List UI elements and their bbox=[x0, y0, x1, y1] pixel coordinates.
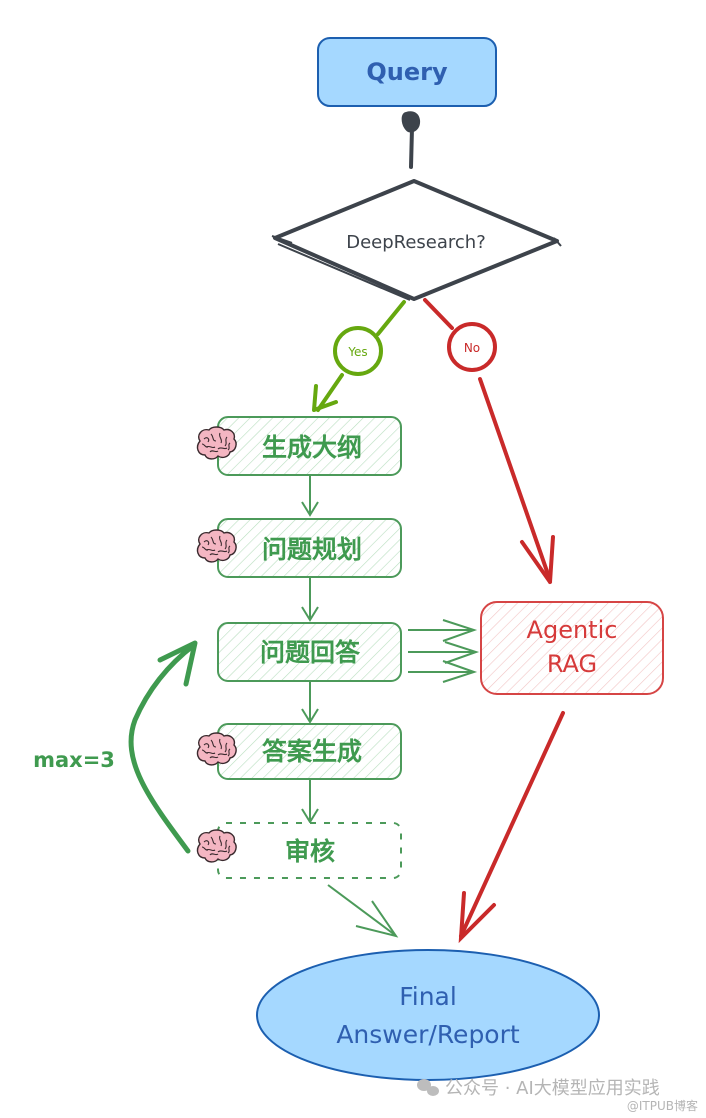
step-outline-label: 生成大纲 bbox=[262, 433, 362, 462]
arrow-planning-to-answering bbox=[301, 578, 319, 622]
step-answering-label: 问题回答 bbox=[260, 638, 361, 667]
yes-branch: Yes bbox=[312, 300, 406, 412]
yes-label: Yes bbox=[347, 345, 367, 359]
final-label-1: Final bbox=[399, 982, 457, 1011]
watermark-sub: @ITPUB博客 bbox=[627, 1098, 698, 1113]
query-node: Query bbox=[317, 37, 497, 107]
yes-arrowhead bbox=[312, 384, 338, 412]
query-connector bbox=[401, 111, 421, 169]
watermark-main: 公众号 · AI大模型应用实践 bbox=[445, 1078, 660, 1099]
agentic-rag-node: Agentic RAG bbox=[480, 601, 664, 695]
step-review: 审核 bbox=[196, 822, 402, 879]
decision-node: DeepResearch? bbox=[271, 179, 562, 301]
no-branch: No bbox=[423, 298, 555, 584]
wechat-icon bbox=[417, 1079, 439, 1096]
step-planning-label: 问题规划 bbox=[262, 535, 362, 564]
decision-label: DeepResearch? bbox=[346, 232, 486, 253]
arrow-answergen-to-review bbox=[301, 780, 319, 824]
final-node: Final Answer/Report bbox=[256, 949, 600, 1081]
arrow-rag-to-final bbox=[458, 711, 565, 944]
step-outline: 生成大纲 bbox=[196, 416, 402, 476]
arrow-review-to-final bbox=[327, 884, 399, 938]
loop-arrow: max=3 bbox=[33, 640, 198, 854]
loop-label: max=3 bbox=[33, 748, 115, 772]
step-answer-gen-label: 答案生成 bbox=[262, 737, 362, 766]
step-planning: 问题规划 bbox=[196, 518, 402, 578]
arrow-outline-to-planning bbox=[301, 476, 319, 517]
yes-badge bbox=[333, 326, 383, 376]
agentic-rag-label-1: Agentic bbox=[527, 616, 618, 644]
step-answering: 问题回答 bbox=[217, 622, 402, 682]
arrow-answering-to-answergen bbox=[301, 682, 319, 724]
step-review-label: 审核 bbox=[285, 837, 335, 866]
no-badge bbox=[447, 322, 497, 372]
final-label-2: Answer/Report bbox=[336, 1020, 520, 1049]
arrows-answering-to-rag bbox=[408, 619, 480, 683]
no-label: No bbox=[464, 341, 480, 355]
agentic-rag-label-2: RAG bbox=[547, 650, 597, 678]
step-answer-gen: 答案生成 bbox=[196, 723, 402, 780]
watermark: 公众号 · AI大模型应用实践 @ITPUB博客 bbox=[417, 1078, 698, 1113]
query-label: Query bbox=[366, 58, 448, 86]
